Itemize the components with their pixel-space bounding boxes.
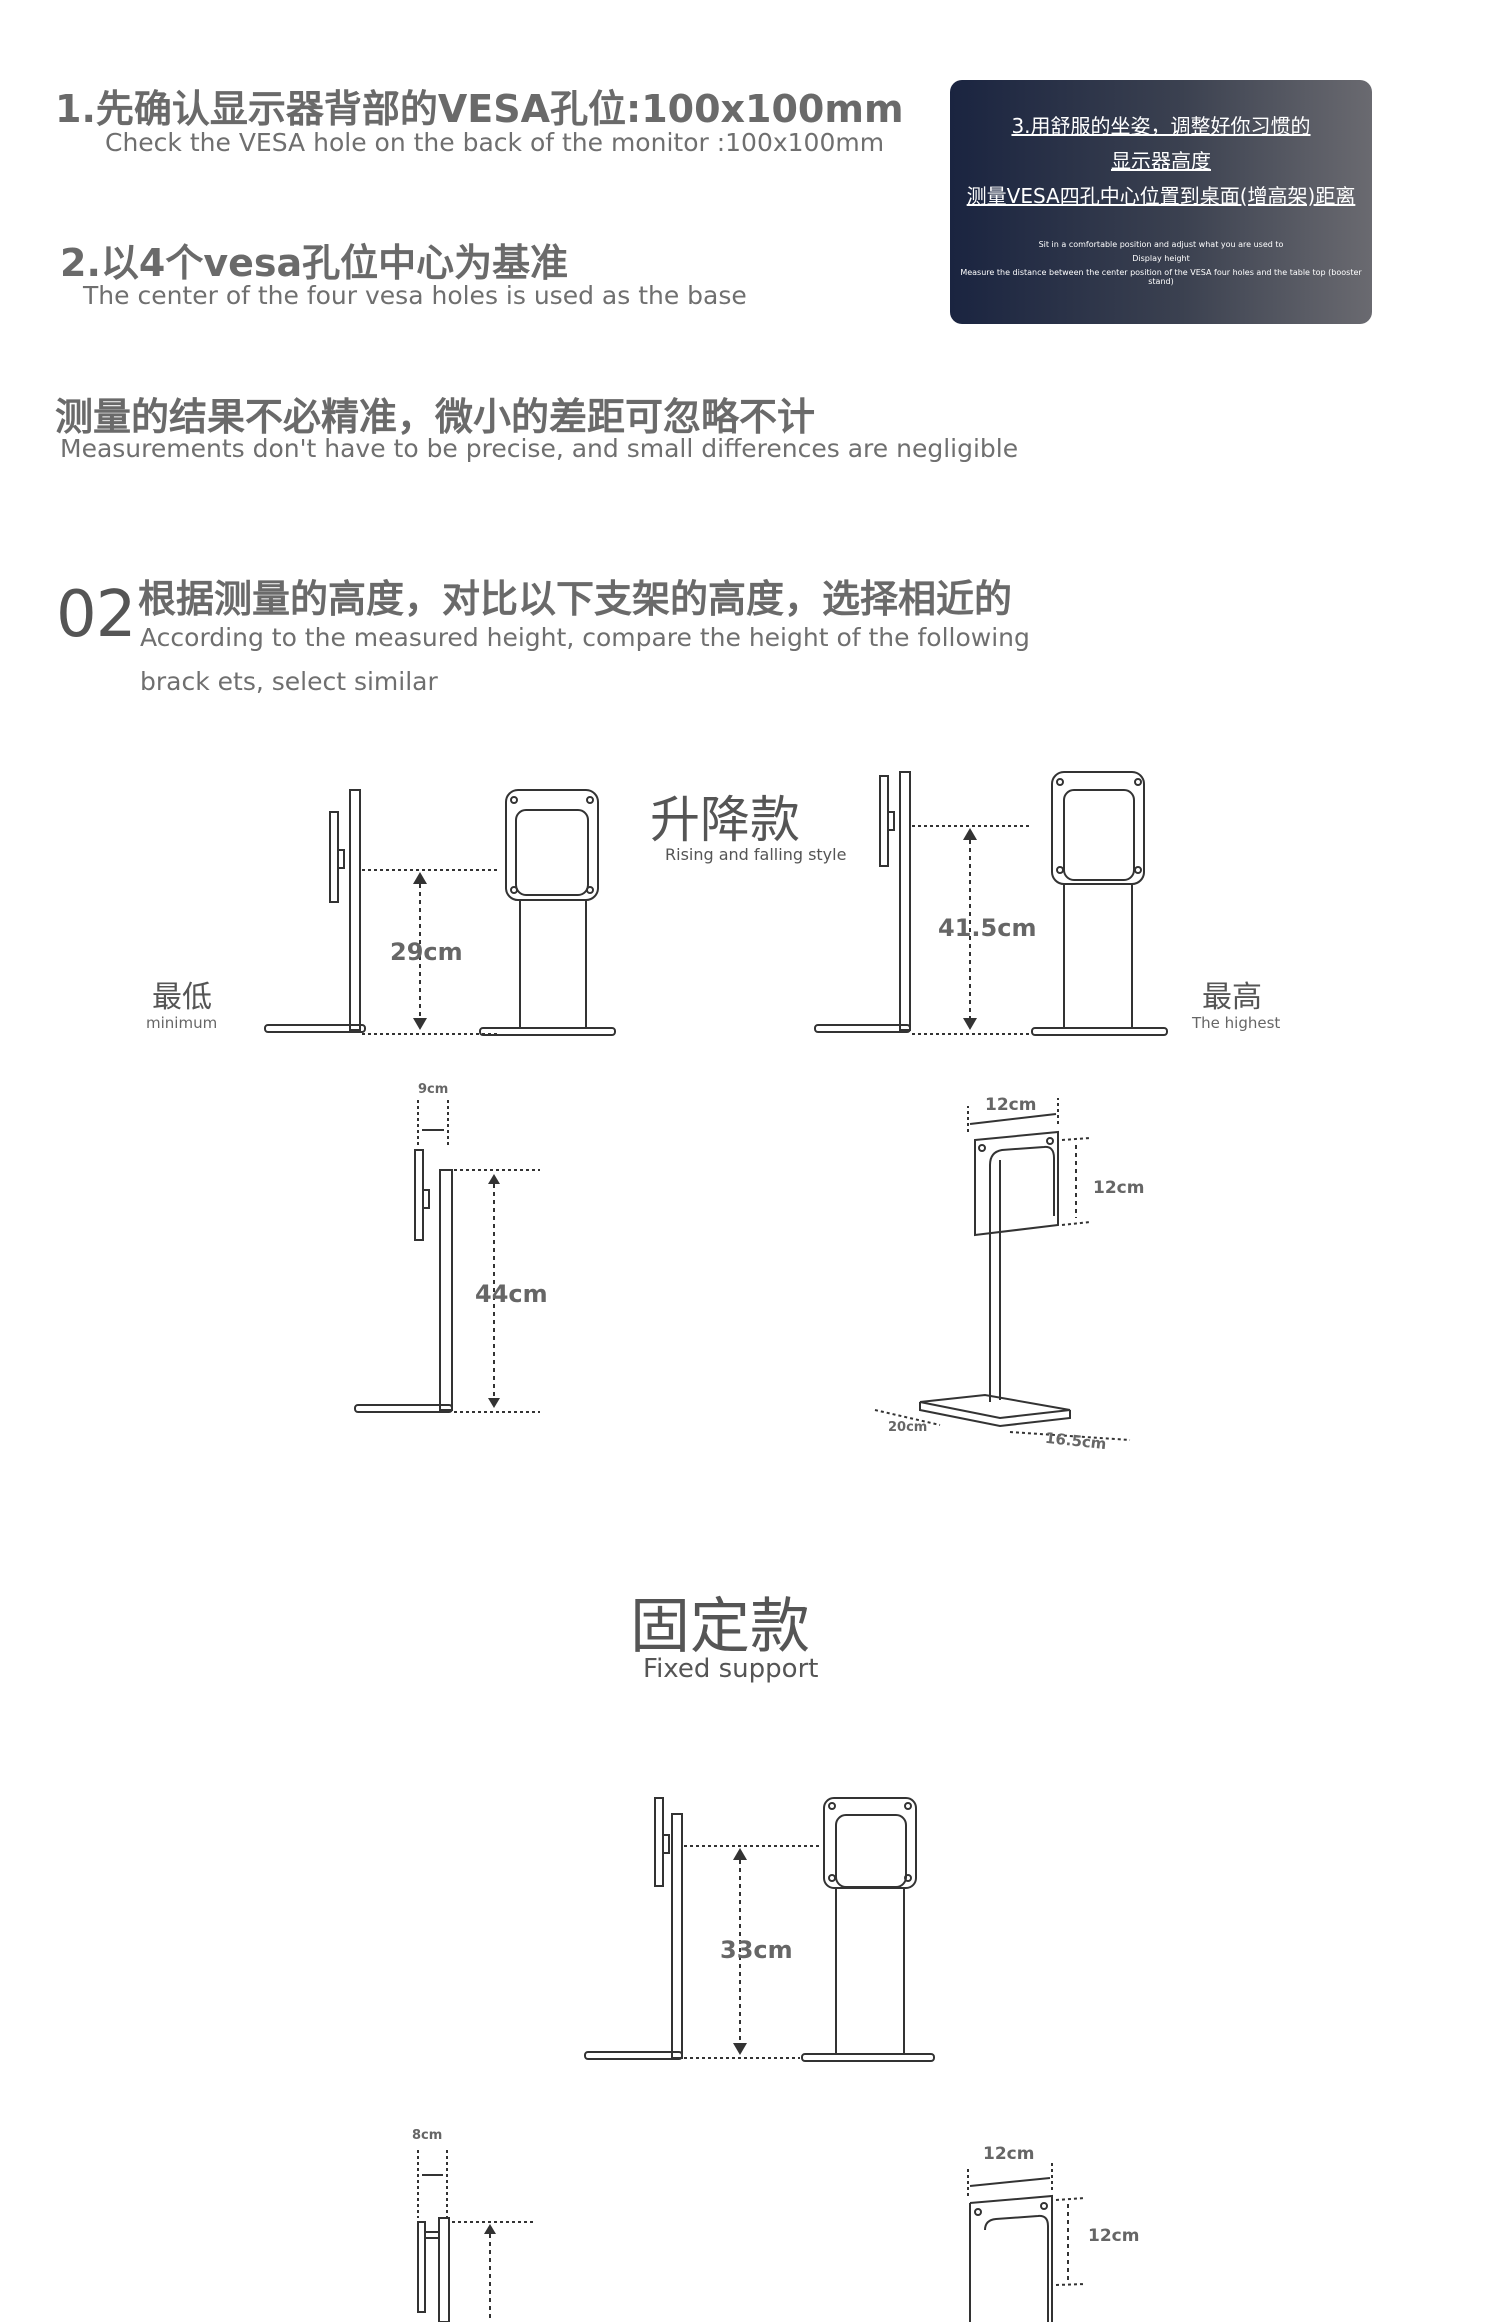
minimum-sublabel: minimum bbox=[146, 1014, 218, 1032]
rising-total-height-label: 44cm bbox=[475, 1280, 548, 1308]
step3-line3: 测量VESA四孔中心位置到桌面(增高架)距离 bbox=[966, 184, 1356, 208]
rising-plate-height-label: 12cm bbox=[1093, 1178, 1145, 1198]
section-number: 02 bbox=[56, 578, 136, 652]
min-side-view bbox=[264, 789, 500, 1035]
min-front-view bbox=[479, 789, 616, 1036]
rising-title: 升降款 bbox=[650, 791, 800, 849]
fixed-depth-label: 8cm bbox=[412, 2128, 443, 2143]
step3-en1: Sit in a comfortable position and adjust… bbox=[1038, 240, 1284, 249]
step2-title: 2.以4个vesa孔位中心为基准 bbox=[60, 241, 569, 285]
highest-sublabel: The highest bbox=[1192, 1014, 1281, 1032]
step2-subtitle: The center of the four vesa holes is use… bbox=[83, 281, 747, 310]
rising-plate-width-label: 12cm bbox=[985, 1095, 1037, 1115]
section-title: 根据测量的高度，对比以下支架的高度，选择相近的 bbox=[138, 577, 1013, 621]
note-subtitle: Measurements don't have to be precise, a… bbox=[60, 434, 1019, 463]
highest-label: 最高 bbox=[1202, 980, 1262, 1015]
rising-subtitle: Rising and falling style bbox=[665, 845, 847, 864]
step3-line2: 显示器高度 bbox=[1111, 149, 1211, 173]
max-height-label: 41.5cm bbox=[938, 914, 1037, 942]
step3-line1: 3.用舒服的坐姿，调整好你习惯的 bbox=[1011, 114, 1311, 138]
rising-depth-label: 9cm bbox=[418, 1082, 449, 1097]
step1-subtitle: Check the VESA hole on the back of the m… bbox=[105, 128, 885, 157]
fixed-perspective bbox=[967, 2162, 1086, 2322]
fixed-height-label: 33cm bbox=[720, 1936, 793, 1964]
fixed-title: 固定款 bbox=[630, 1592, 810, 1662]
fixed-side-view bbox=[584, 1797, 820, 2060]
rising-perspective bbox=[874, 1098, 1131, 1441]
step3-card: 3.用舒服的坐姿，调整好你习惯的 显示器高度 测量VESA四孔中心位置到桌面(增… bbox=[950, 80, 1372, 324]
min-height-label: 29cm bbox=[390, 938, 463, 966]
fixed-plate-width-label: 12cm bbox=[983, 2144, 1035, 2164]
minimum-label: 最低 bbox=[152, 980, 212, 1015]
rising-base-width-label: 20cm bbox=[888, 1420, 928, 1435]
fixed-plate-height-label: 12cm bbox=[1088, 2226, 1140, 2246]
max-front-view bbox=[1031, 771, 1168, 1036]
max-side-view bbox=[814, 771, 1030, 1035]
step3-en2: Display height bbox=[1132, 254, 1190, 263]
fixed-subtitle: Fixed support bbox=[643, 1654, 819, 1684]
section-subtitle: According to the measured height, compar… bbox=[140, 623, 1030, 696]
rising-dimension-side bbox=[354, 1100, 540, 1413]
fixed-front-view bbox=[801, 1797, 935, 2062]
note-title: 测量的结果不必精准，微小的差距可忽略不计 bbox=[55, 395, 816, 439]
step1-title: 1.先确认显示器背部的VESA孔位:100x100mm bbox=[55, 87, 904, 131]
fixed-dimension-side bbox=[417, 2150, 535, 2322]
step3-en3: Measure the distance between the center … bbox=[960, 268, 1362, 286]
